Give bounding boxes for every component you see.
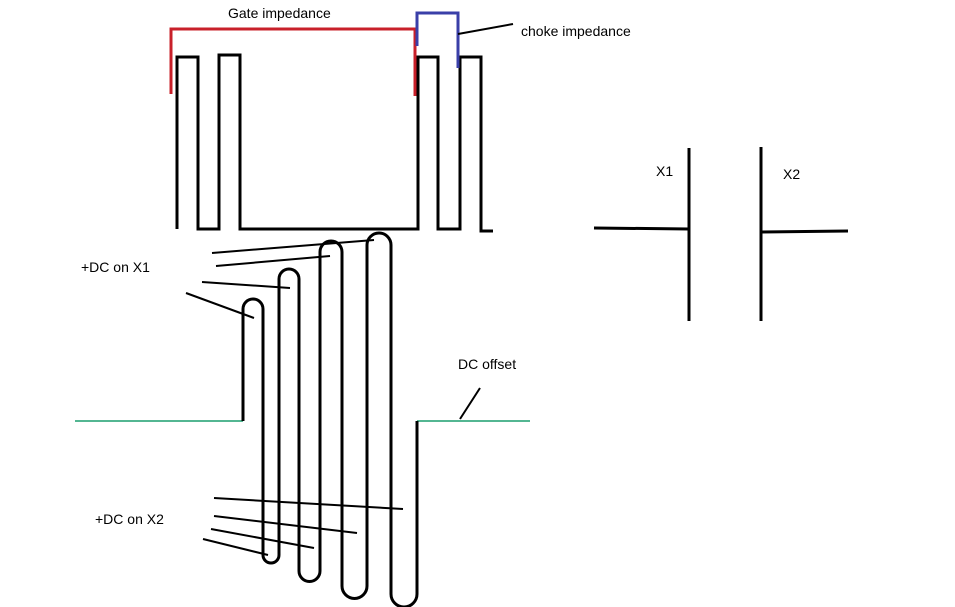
downward-loop-4 — [389, 421, 419, 607]
dc-on-x2-label: +DC on X2 — [95, 511, 164, 527]
dc-x1-pointer-1 — [185, 292, 255, 319]
capacitor-lead-left — [593, 226, 690, 231]
loop-waveform — [241, 231, 419, 607]
downward-loop-1 — [261, 421, 281, 565]
capacitor-symbol — [593, 147, 849, 321]
dc-x2-pointer-2 — [210, 528, 315, 549]
x1-label: X1 — [656, 163, 674, 179]
dc-x1-pointer-3 — [215, 255, 331, 267]
dc-offset-pointer-line — [459, 387, 481, 420]
upward-loop-4 — [365, 231, 393, 421]
gate-impedance-bracket — [169, 27, 417, 96]
upward-loop-2 — [277, 267, 301, 421]
dc-x2-pointer-1 — [202, 538, 269, 556]
choke-impedance-bracket — [415, 11, 460, 68]
choke-impedance-label: choke impedance — [521, 23, 631, 39]
upward-loop-1 — [241, 297, 265, 421]
downward-loop-3 — [340, 421, 369, 600]
dc-x1-pointers — [185, 239, 375, 319]
dc-x2-pointer-4 — [213, 497, 404, 510]
pulse-waveform — [175, 53, 493, 233]
x2-label: X2 — [783, 166, 801, 182]
dc-on-x1-label: +DC on X1 — [81, 259, 150, 275]
upward-loop-3 — [318, 239, 344, 421]
gate-impedance-label: Gate impedance — [228, 5, 331, 21]
dc-x2-pointer-3 — [213, 515, 358, 534]
choke-pointer-line — [457, 23, 514, 35]
dc-offset-label: DC offset — [458, 356, 517, 372]
capacitor-lead-right — [761, 229, 849, 234]
dc-x1-pointer-2 — [201, 281, 291, 289]
dc-x1-pointer-4 — [211, 239, 375, 254]
downward-loop-2 — [297, 421, 322, 583]
dc-x2-pointers — [202, 497, 404, 556]
